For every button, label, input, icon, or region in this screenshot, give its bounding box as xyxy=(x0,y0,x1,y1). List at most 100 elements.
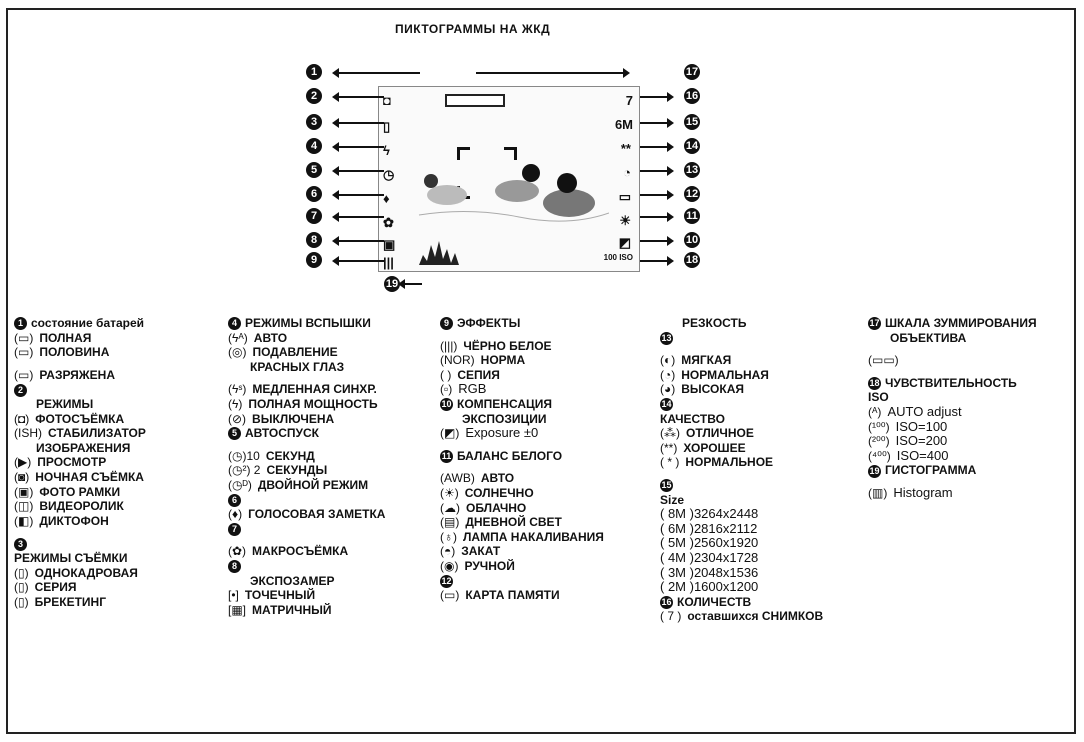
callout-arrow-8 xyxy=(332,236,384,246)
sharpness-icon: ◔ xyxy=(623,165,631,180)
legend-number-badge: 5 xyxy=(228,427,241,441)
callout-arrow-16 xyxy=(640,92,674,102)
legend-item: [•]ТОЧЕЧНЫЙ xyxy=(228,588,438,603)
spacer xyxy=(228,374,438,382)
spacer xyxy=(440,441,660,449)
callout-number-10: 10 xyxy=(684,232,700,248)
legend-symbol-icon: (◫) xyxy=(14,499,34,514)
legend-item: ( 5M )2560x1920 xyxy=(660,536,860,551)
callout-number-8: 8 xyxy=(306,232,322,248)
legend-label: ИЗОБРАЖЕНИЯ xyxy=(36,440,131,455)
legend-item: (▭)ПОЛОВИНА xyxy=(14,345,214,360)
legend-item: 15 xyxy=(660,478,860,493)
legend-symbol-icon: (◔) xyxy=(660,367,676,382)
callout-arrow-9 xyxy=(332,256,384,266)
callout-arrow-7 xyxy=(332,212,384,222)
legend-item: [▦] МАТРИЧНЫЙ xyxy=(228,603,438,618)
callout-arrow-4 xyxy=(332,142,384,152)
legend-number-badge: 18 xyxy=(868,377,881,391)
legend-item: (▭)ПОЛНАЯ xyxy=(14,331,214,346)
exposure-icon: ◩ xyxy=(618,235,631,250)
legend-label: АВТО xyxy=(480,471,515,486)
legend-item: ( 8M )3264x2448 xyxy=(660,506,860,522)
callout-number-4: 4 xyxy=(306,138,322,154)
legend-symbol-icon: (ϟˢ) xyxy=(228,382,247,397)
legend-label: ЭКСПОЗАМЕР xyxy=(250,573,335,588)
legend-symbol-icon: (⁴⁰⁰) xyxy=(868,448,891,463)
callout-arrow-10 xyxy=(640,236,674,246)
callout-number-18: 18 xyxy=(684,252,700,268)
legend-label: ПОДАВЛЕНИЕ xyxy=(252,345,338,360)
callout-arrow-11 xyxy=(640,212,674,222)
legend-label: КОМПЕНСАЦИЯ xyxy=(457,396,552,411)
callout-arrow-19 xyxy=(398,279,422,289)
legend-label: ВЫСОКАЯ xyxy=(681,382,744,397)
callout-number-7: 7 xyxy=(306,208,322,224)
legend-item: (◐)МЯГКАЯ xyxy=(660,353,860,368)
legend-label: ПОЛНАЯ МОЩНОСТЬ xyxy=(248,396,378,411)
legend-symbol-icon: (AWB) xyxy=(440,471,475,486)
legend-number-badge: 6 xyxy=(228,493,241,507)
callout-arrow-18 xyxy=(640,256,674,266)
legend-label: МЕДЛЕННАЯ СИНХР. xyxy=(252,382,377,397)
callout-arrow-1 xyxy=(332,68,420,78)
legend-item: 7 xyxy=(228,522,438,537)
legend-item: (²⁰⁰)ISO=200 xyxy=(868,433,1074,449)
legend-symbol-icon: (☀) xyxy=(440,485,459,500)
legend-number-badge: 16 xyxy=(660,596,673,610)
camera-icon: ◘ xyxy=(383,93,391,108)
legend-item: (◔)НОРМАЛЬНАЯ xyxy=(660,368,860,383)
single-shot-icon: ▯ xyxy=(383,119,391,134)
shots-remaining-readout: 7 xyxy=(625,93,633,108)
iso-readout: 100 ISO xyxy=(603,253,633,262)
legend-item: (▤)ДНЕВНОЙ СВЕТ xyxy=(440,515,660,530)
legend-label: МЯГКАЯ xyxy=(681,353,732,368)
legend-symbol-icon: [▦] xyxy=(228,602,247,617)
legend-label: ДИКТОФОН xyxy=(39,513,109,528)
legend-label: ВЫКЛЮЧЕНА xyxy=(252,411,335,426)
legend-item: (◉)РУЧНОЙ xyxy=(440,559,660,574)
callout-number-5: 5 xyxy=(306,162,322,178)
spacer xyxy=(14,528,214,536)
legend-label: ГИСТОГРАММА xyxy=(885,463,977,478)
spacer xyxy=(14,360,214,368)
spacer xyxy=(868,368,1074,376)
legend-label: НОЧНАЯ СЪЁМКА xyxy=(35,469,144,484)
legend-symbol-icon: (▶) xyxy=(14,455,32,470)
legend-item: ЭКСПОЗИЦИИ xyxy=(440,412,660,427)
legend-label: ( 2M )1600x1200 xyxy=(660,579,759,595)
legend-label: РАЗРЯЖЕНА xyxy=(39,367,115,382)
callout-number-9: 9 xyxy=(306,252,322,268)
legend-label: СЕКУНДЫ xyxy=(266,463,328,478)
callout-number-17: 17 xyxy=(684,64,700,80)
legend-label: ЗАКАТ xyxy=(461,544,501,559)
legend-symbol-icon: ( ) xyxy=(440,367,452,382)
legend-label: ISO=400 xyxy=(896,447,949,463)
callout-arrow-13 xyxy=(640,166,674,176)
legend-item: (**)ХОРОШЕЕ xyxy=(660,441,860,456)
legend-label: МАТРИЧНЫЙ xyxy=(252,602,332,617)
legend-item: (AWB) АВТО xyxy=(440,471,660,486)
legend-symbol-icon: (◓) xyxy=(440,544,456,559)
legend-label: ( 8M )3264x2448 xyxy=(660,506,759,522)
legend-number-badge: 11 xyxy=(440,450,453,464)
spacer xyxy=(660,345,860,353)
legend-symbol-icon: (²⁰⁰) xyxy=(868,434,890,449)
legend-number-badge: 9 xyxy=(440,317,453,331)
legend-item: (▯)СЕРИЯ xyxy=(14,580,214,595)
legend-number-badge: 12 xyxy=(440,574,453,588)
legend-label: ОТЛИЧНОЕ xyxy=(686,426,754,441)
legend-item: ( 7 )оставшихся СНИМКОВ xyxy=(660,609,860,624)
legend-item: (ϟˢ) МЕДЛЕННАЯ СИНХР. xyxy=(228,382,438,397)
legend-symbol-icon: (▯) xyxy=(14,565,29,580)
legend-symbol-icon: (ϟᴬ) xyxy=(228,330,248,345)
legend-item: РЕЖИМЫ xyxy=(14,397,214,412)
legend-item: ( 6M )2816x2112 xyxy=(660,521,860,537)
